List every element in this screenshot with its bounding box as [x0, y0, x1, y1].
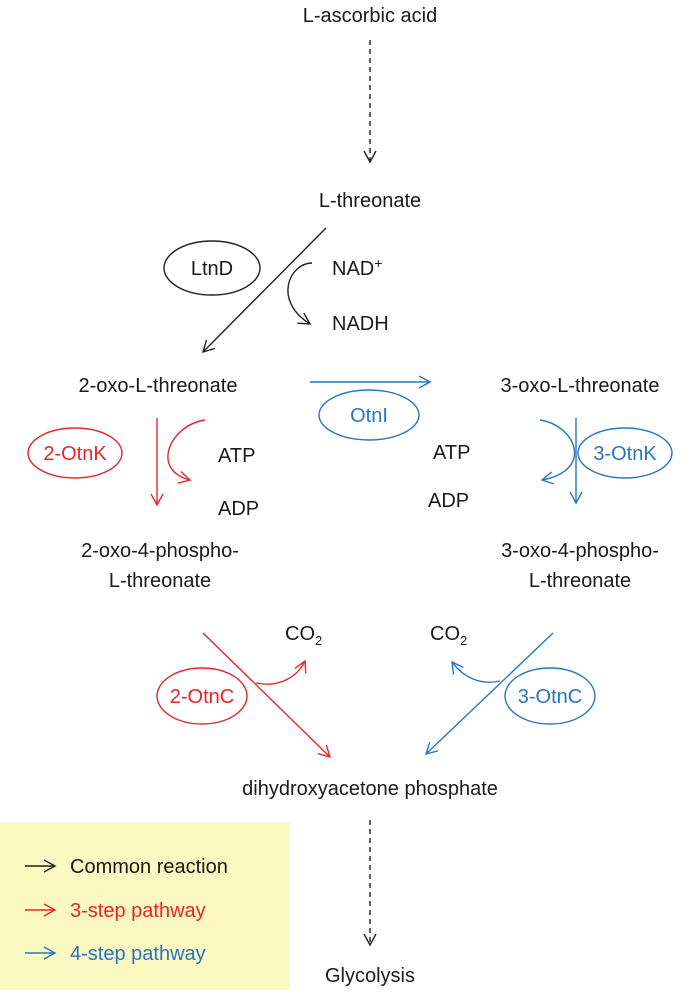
enzyme-2-otnc: 2-OtnC [170, 686, 234, 708]
arrow-2-otnc [202, 632, 332, 759]
co2-left: CO2 [285, 623, 322, 648]
cofactor-arrow-atp-3 [539, 419, 576, 485]
enzyme-ltnd: LtnD [191, 258, 233, 280]
metabolite-3-oxo-threonate: 3-oxo-L-threonate [501, 375, 660, 397]
metabolite-2-oxo-threonate: 2-oxo-L-threonate [79, 375, 238, 397]
metabolite-threonate: L-threonate [319, 190, 421, 212]
enzyme-2-otnk-ellipse [27, 427, 123, 479]
metabolite-3-oxo-4-phospho-line1: 3-oxo-4-phospho- [501, 540, 659, 562]
enzyme-2-otnk: 2-OtnK [43, 443, 107, 465]
metabolite-dhap: dihydroxyacetone phosphate [242, 778, 498, 800]
cofactor-atp-right: ATP [433, 442, 470, 464]
co2-arrow-right [451, 660, 501, 683]
enzyme-3-otnc-ellipse [504, 667, 596, 725]
enzyme-3-otnc: 3-OtnC [518, 686, 582, 708]
enzyme-2-otnc-ellipse [156, 667, 248, 725]
enzyme-otni: OtnI [350, 405, 388, 427]
legend-three-step: 3-step pathway [70, 900, 206, 922]
arrow-ltnd [201, 227, 327, 354]
enzyme-otni-ellipse [318, 389, 420, 441]
enzyme-3-otnk: 3-OtnK [593, 443, 657, 465]
metabolite-2-oxo-4-phospho-line2: L-threonate [109, 570, 211, 592]
enzyme-3-otnk-ellipse [577, 427, 673, 479]
legend-common: Common reaction [70, 856, 228, 878]
legend-four-step: 4-step pathway [70, 943, 206, 965]
metabolite-2-oxo-4-phospho-line1: 2-oxo-4-phospho- [81, 540, 239, 562]
cofactor-nadh: NADH [332, 313, 389, 335]
metabolite-glycolysis: Glycolysis [325, 965, 415, 987]
metabolite-ascorbic-acid: L-ascorbic acid [303, 5, 438, 27]
cofactor-nad: NAD+ [332, 255, 382, 280]
metabolite-3-oxo-4-phospho-line2: L-threonate [529, 570, 631, 592]
cofactor-arrow-atp-2 [167, 419, 206, 484]
cofactor-atp-left: ATP [218, 445, 255, 467]
enzyme-ltnd-ellipse [163, 240, 261, 296]
co2-right: CO2 [430, 623, 467, 648]
co2-arrow-left [255, 659, 307, 685]
arrow-3-otnc [424, 632, 554, 756]
cofactor-adp-right: ADP [428, 490, 469, 512]
cofactor-arrow-nad [287, 262, 313, 325]
cofactor-adp-left: ADP [218, 498, 259, 520]
